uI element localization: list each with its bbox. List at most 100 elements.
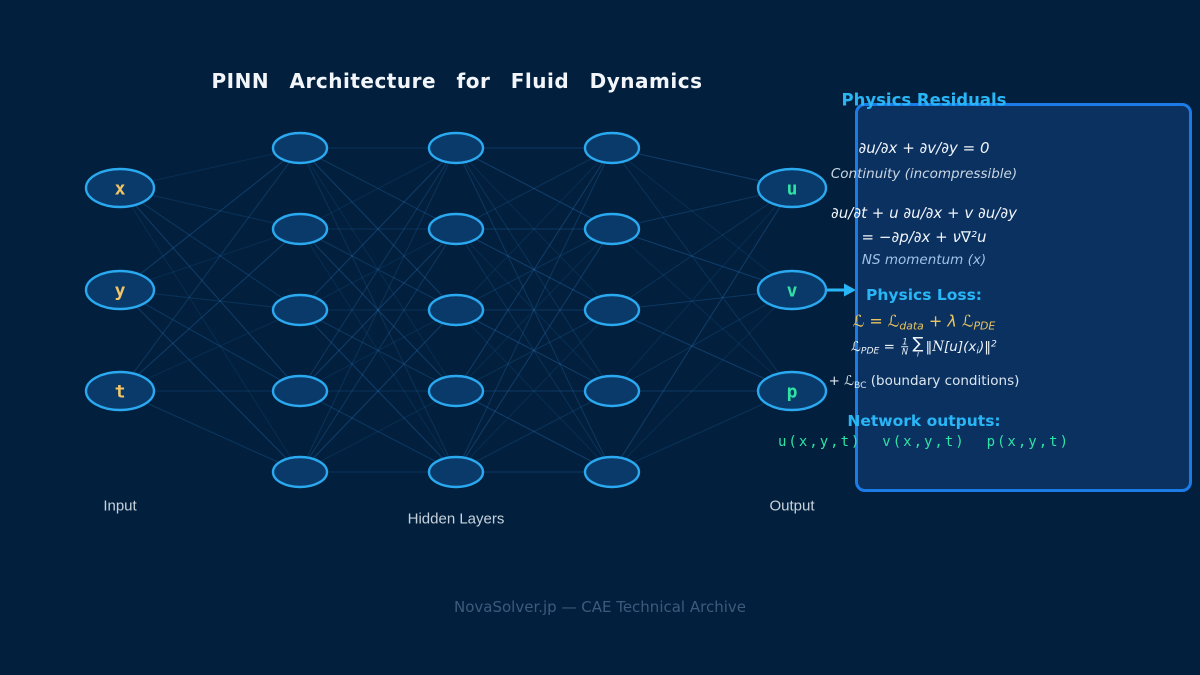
hidden-layer-1-node (271, 293, 329, 327)
network-edge (299, 147, 457, 473)
hidden-layer-2-node (427, 131, 485, 165)
eq-segment: PDE (860, 345, 880, 357)
network-edge (299, 309, 457, 392)
network-edge (299, 228, 457, 311)
momentum-equation-line2: = −∂p/∂x + ν∇²u (862, 228, 987, 246)
eq-segment: data (899, 319, 924, 333)
hidden-layer-2-node (427, 293, 485, 327)
output-layer-node (756, 269, 828, 311)
network-outputs-heading: Network outputs: (847, 412, 1000, 430)
network-edge (455, 147, 613, 230)
network-edge (455, 147, 613, 230)
hidden-layer-2-node (427, 374, 485, 408)
network-edge (299, 147, 457, 311)
hidden-layer-3-node (583, 374, 641, 408)
node-label-p: p (787, 381, 798, 402)
network-edge (611, 390, 793, 473)
eq-segment: ℒ = ℒ (852, 311, 900, 331)
network-edge (455, 147, 613, 473)
network-edge (455, 309, 613, 392)
network-edge (455, 147, 613, 392)
eq-segment: i (976, 345, 979, 357)
network-edge (455, 147, 613, 473)
network-edge (611, 289, 793, 473)
hidden-layer-1-node (271, 131, 329, 165)
network-edge (611, 147, 793, 392)
network-edge (299, 309, 457, 473)
eq-segment: ℒ (851, 338, 861, 355)
loss-equation: ℒ = ℒdata + λ ℒPDE (853, 311, 996, 332)
eq-segment: NS momentum (x) (861, 252, 987, 268)
network-edge (299, 147, 457, 392)
eq-segment: PDE (973, 319, 996, 333)
eq-segment: Physics Loss: (865, 286, 983, 304)
network-edge (455, 228, 613, 473)
network-edge (611, 147, 793, 291)
network-edge (299, 390, 457, 473)
network-edge (299, 147, 457, 230)
network-edge (455, 147, 613, 311)
network-edge (611, 228, 793, 392)
continuity-caption: Continuity (incompressible) (831, 166, 1017, 182)
hidden-caption: Hidden Layers (407, 510, 505, 528)
hidden-layer-1-node (271, 455, 329, 489)
hidden-layer-2-node (427, 212, 485, 246)
network-edge (455, 309, 613, 392)
network-edge (299, 228, 457, 311)
hidden-layer-2-node (427, 455, 485, 489)
network-edge (455, 147, 613, 311)
network-edge (119, 187, 301, 392)
network-edge (119, 187, 301, 473)
eq-segment: u(x,y,t) v(x,y,t) p(x,y,t) (777, 434, 1071, 450)
network-edge (455, 228, 613, 311)
network-edge (455, 147, 613, 392)
node-label-x: x (115, 178, 126, 199)
network-edge (119, 309, 301, 392)
network-edge (611, 309, 793, 392)
node-label-v: v (787, 280, 798, 301)
eq-segment: [u](x (944, 338, 977, 355)
network-edge (611, 289, 793, 392)
input-layer-node (84, 370, 156, 412)
network-edge (299, 147, 457, 473)
node-label-y: y (115, 280, 126, 301)
network-edge (299, 228, 457, 392)
eq-segment: BC (853, 379, 867, 391)
network-edge (455, 309, 613, 473)
bc-loss-line: + ℒBC (boundary conditions) (829, 373, 1020, 391)
network-edge (455, 228, 613, 392)
hidden-layer-3-node (583, 131, 641, 165)
network-edge (611, 187, 793, 392)
network-edge (455, 390, 613, 473)
momentum-equation-line1: ∂u/∂t + u ∂u/∂x + v ∂u/∂y (831, 204, 1017, 222)
network-edge (611, 187, 793, 311)
input-layer-node (84, 167, 156, 209)
hidden-layer-3-node (583, 293, 641, 327)
network-edge (455, 309, 613, 473)
eq-segment: Network outputs: (847, 412, 1001, 430)
eq-segment: N (932, 338, 945, 355)
eq-segment: ∑i (912, 333, 924, 359)
input-caption: Input (103, 497, 137, 515)
arrowhead-icon (844, 283, 856, 297)
network-edge (119, 228, 301, 392)
eq-segment: + λ ℒ (923, 311, 974, 331)
output-layer-node (756, 370, 828, 412)
continuity-equation: ∂u/∂x + ∂v/∂y = 0 (858, 139, 989, 157)
output-caption: Output (769, 497, 815, 515)
eq-segment: = −∂p/∂x + ν∇²u (861, 228, 987, 246)
network-outputs-values: u(x,y,t) v(x,y,t) p(x,y,t) (778, 434, 1070, 450)
network-edge (611, 187, 793, 473)
eq-segment: (boundary conditions) (866, 373, 1020, 390)
node-label-t: t (115, 381, 126, 402)
network-edge (455, 228, 613, 473)
network-edge (299, 309, 457, 392)
network-edge (299, 147, 457, 311)
network-edge (455, 228, 613, 392)
eq-segment: ‖ (925, 338, 933, 355)
network-edge (299, 147, 457, 230)
network-edge (299, 147, 457, 392)
network-edge (299, 228, 457, 392)
hidden-layer-1-node (271, 212, 329, 246)
